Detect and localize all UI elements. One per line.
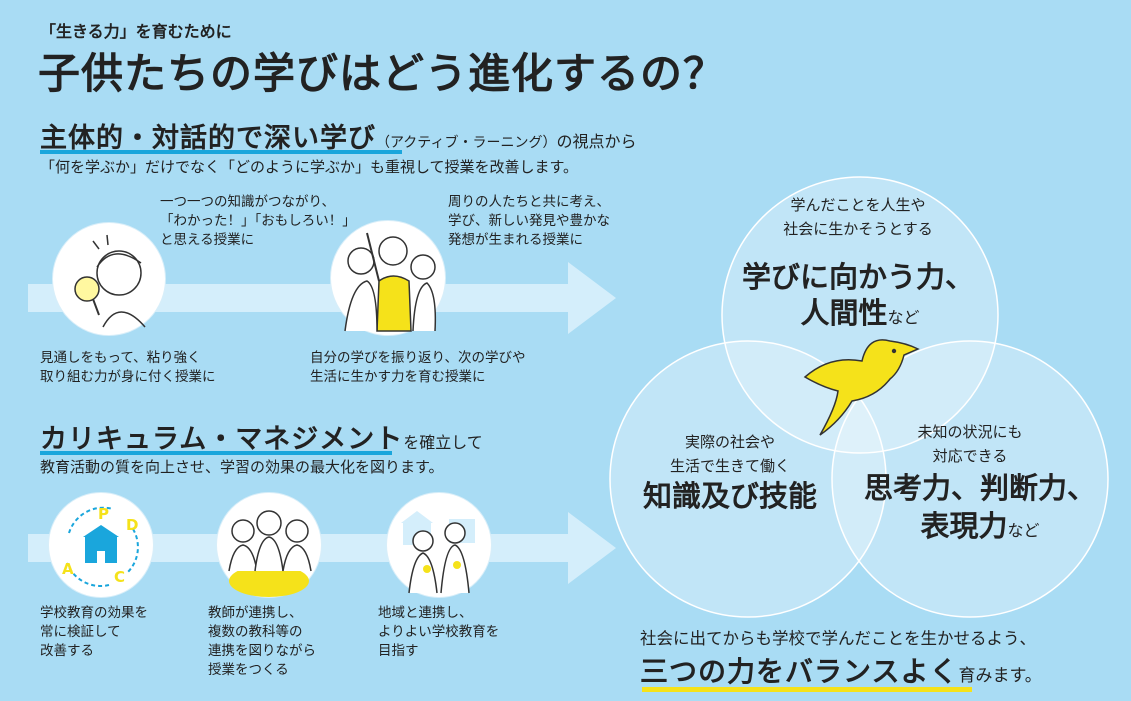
section2-caption-3: 地域と連携し、 よりよい学校教育を 目指す [378,605,500,659]
teachers-collaboration-illustration [216,492,322,598]
section1-suffix: の視点から [556,132,637,151]
venn-circle-top [721,176,999,454]
kicker: 「生きる力」を育むために [40,22,232,41]
section1-caption-2: 周りの人たちと共に考え、 学び、新しい発見や豊かな 発想が生まれる授業に [448,194,610,248]
bottom-tail: 育みます。 [958,666,1042,686]
section1-arrow [28,262,616,334]
venn-right-large-2-row: 表現力など [860,504,1100,553]
venn-right-tail: など [1007,521,1040,540]
venn-diagram [609,176,1109,618]
school-pdca-icon [66,506,139,587]
page-title: 子供たちの学びはどう進化するの？ [38,49,727,98]
venn-top-large-2: 人間性 [800,296,888,330]
bottom-line-2-row: 三つの力をバランスよく育みます。 [640,650,1042,690]
section2-underline [40,451,392,455]
pdca-d-label: D [126,516,139,534]
venn-left-large: 知識及び技能 [642,479,817,513]
section1-caption-4: 自分の学びを振り返り、次の学びや 生活に生かす力を育む授業に [310,350,526,385]
section1-subtitle: 「何を学ぶか」だけでなく「どのように学ぶか」も重視して授業を改善します。 [40,158,579,176]
bottom-line-1: 社会に出てからも学校で学んだことを生かせるよう、 [640,629,1036,648]
community-illustration [386,492,492,598]
pdca-c-label: C [114,568,126,586]
venn-top-large-1: 学びに向かう力、 [741,260,974,294]
teachers-meeting-icon [228,510,312,597]
community-people-icon [401,511,475,594]
venn-top-tail: など [887,308,920,327]
section2-heading-row: カリキュラム・マネジメントを確立して [40,417,483,456]
section1-caption-1: 一つ一つの知識がつながり、 「わかった！」「おもしろい！」 と思える授業に [160,194,356,248]
venn-circle-left [609,340,887,618]
venn-right-large-2: 表現力 [920,509,1008,543]
section2-suffix: を確立して [403,433,483,452]
section1-heading: 主体的・対話的で深い学び [40,123,376,154]
section1-caption-3: 見通しをもって、粘り強く 取り組む力が身に付く授業に [40,350,216,385]
venn-top-small: 学んだことを人生や 社会に生かそうとする [783,196,933,238]
student-thinking-icon [74,234,146,328]
bottom-yellow-underline [642,687,972,692]
students-raising-hand-icon [344,232,437,332]
section1-note: （アクティブ・ラーニング） [376,135,557,151]
section2-caption-1: 学校教育の効果を 常に検証して 改善する [40,605,148,659]
section2-arrow [28,512,616,584]
group-discussion-illustration [330,220,446,336]
pdca-a-label: A [62,560,74,578]
venn-right-large-1: 思考力、判断力、 [863,471,1096,505]
student-magnifier-illustration [52,222,166,336]
bird-icon [803,339,920,436]
venn-right-small: 未知の状況にも 対応できる [917,423,1023,465]
bottom-line-2: 三つの力をバランスよく [640,655,959,688]
section1-heading-row: 主体的・対話的で深い学び（アクティブ・ラーニング）の視点から [40,116,636,155]
section2-heading: カリキュラム・マネジメント [40,424,404,455]
section2-caption-2: 教師が連携し、 複数の教科等の 連携を図りながら 授業をつくる [208,605,316,678]
venn-circle-right [831,340,1109,618]
pdca-p-label: P [98,505,109,523]
section1-underline [40,150,402,154]
venn-top-large-2-row: 人間性など [730,291,990,340]
section2-subtitle: 教育活動の質を向上させ、学習の効果の最大化を図ります。 [40,458,444,476]
venn-left-small: 実際の社会や 生活で生きて働く [669,433,790,475]
pdca-cycle-illustration [48,492,154,598]
